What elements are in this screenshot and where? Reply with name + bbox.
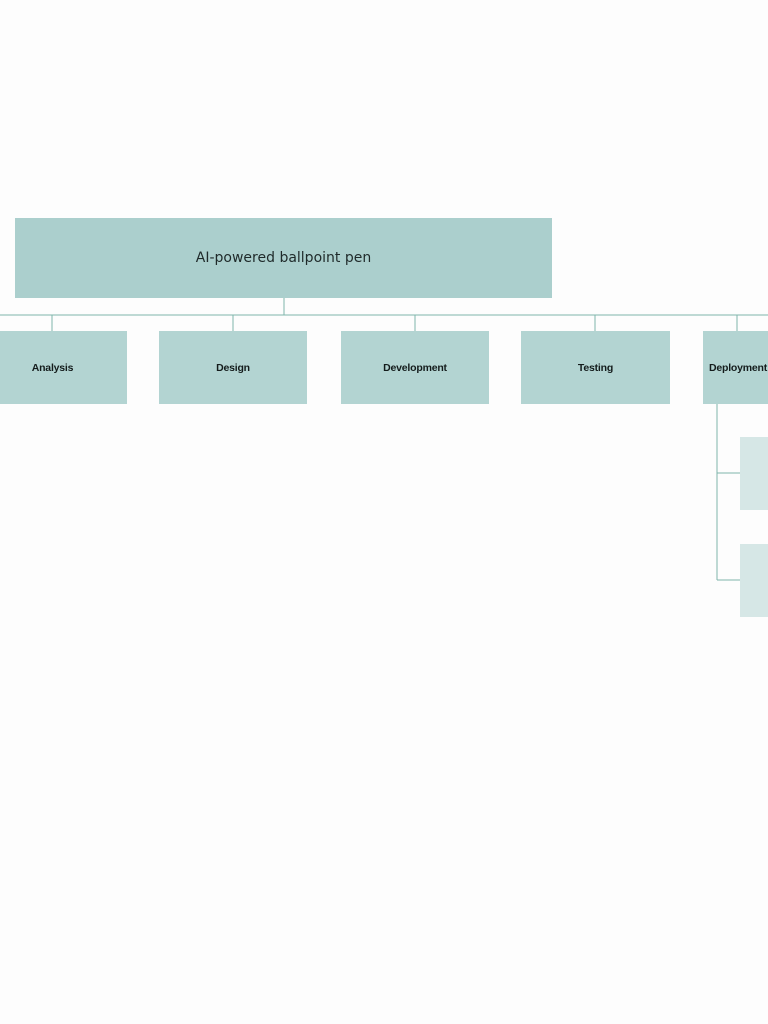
phase-node-deployment[interactable]: Deployment (703, 331, 768, 404)
phase-node-label: Development (383, 361, 447, 374)
root-node-label: AI-powered ballpoint pen (195, 250, 372, 266)
phase-node-label: Deployment (708, 361, 768, 374)
phase-node-testing[interactable]: Testing (521, 331, 670, 404)
phase-node-development[interactable]: Development (341, 331, 489, 404)
deployment-child-node[interactable] (740, 437, 768, 510)
phase-node-label: Design (216, 361, 250, 374)
phase-node-analysis[interactable]: Analysis (0, 331, 127, 404)
phase-node-design[interactable]: Design (159, 331, 307, 404)
root-node[interactable]: AI-powered ballpoint pen (15, 218, 552, 298)
phase-node-label: Analysis (31, 361, 74, 374)
deployment-child-node[interactable] (740, 544, 768, 617)
phase-node-label: Testing (577, 361, 614, 374)
